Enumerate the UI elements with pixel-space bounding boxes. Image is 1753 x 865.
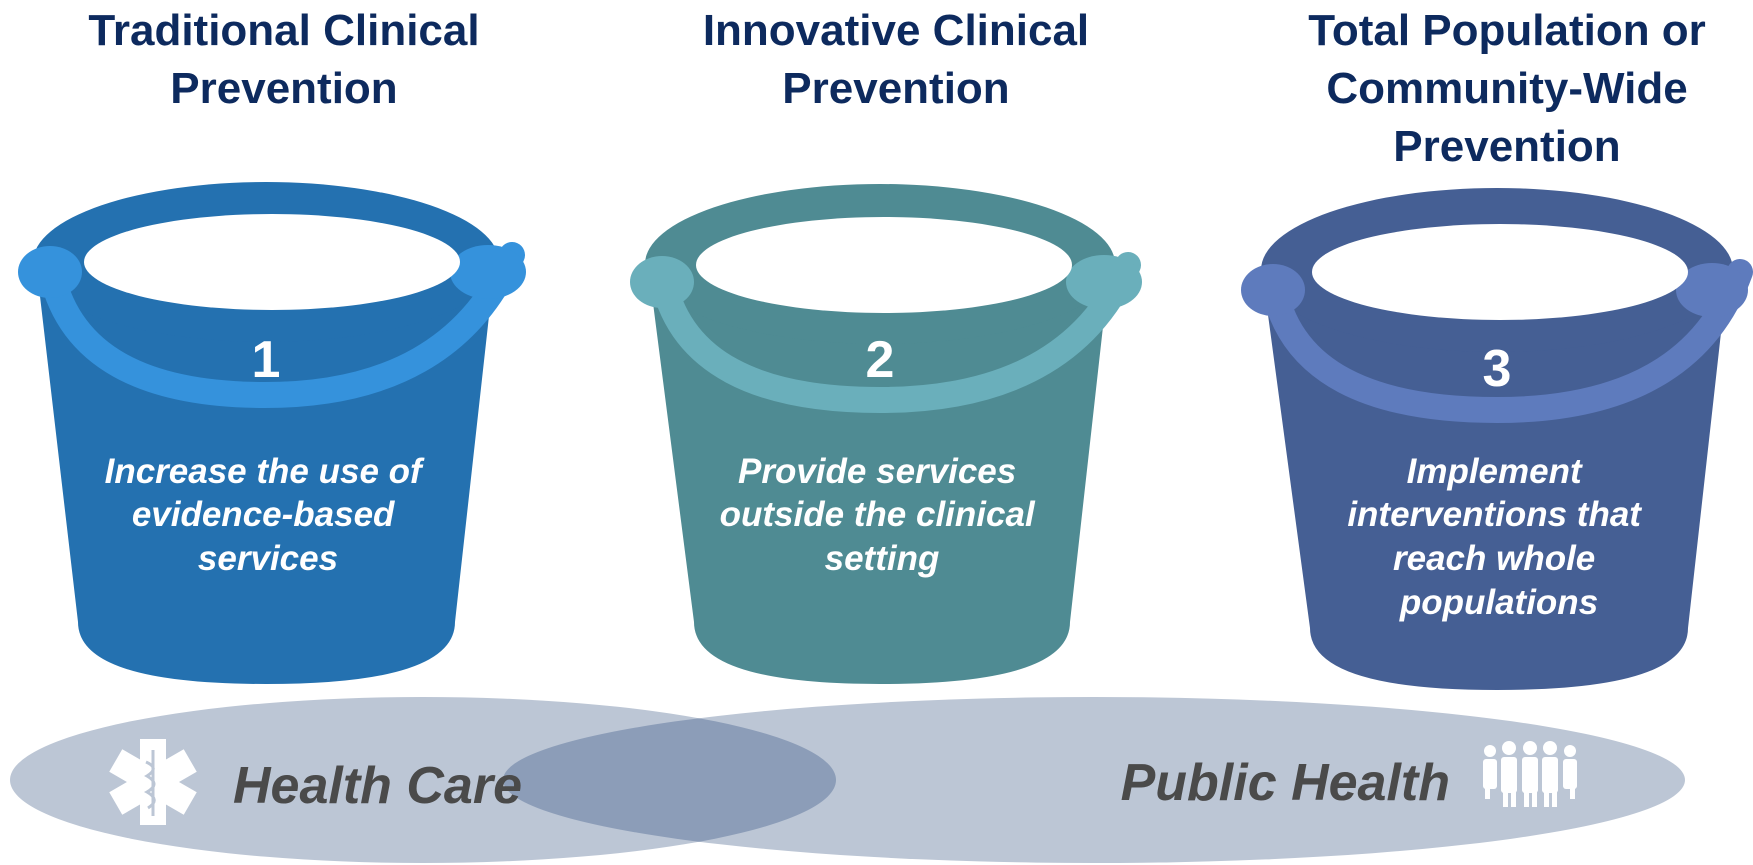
bucket-2-title: Innovative Clinical Prevention (636, 2, 1156, 118)
bucket-2-description-line-2: outside the clinical (720, 495, 1036, 534)
bucket-3-body (1262, 270, 1728, 690)
bucket-1-handle (39, 242, 525, 409)
star-of-life-icon (109, 739, 197, 825)
bucket-1-number: 1 (252, 331, 281, 389)
bucket-3-number: 3 (1483, 340, 1512, 398)
people-group-icon (1483, 741, 1577, 807)
bucket-3-ear-right (1676, 263, 1748, 317)
bucket-3-opening (1312, 224, 1688, 320)
bucket-2-opening (696, 217, 1072, 313)
bucket-2-body (648, 264, 1110, 684)
bucket-3: 3 Implement interventions that reach who… (1241, 188, 1753, 690)
bucket-2-description-line-1: Provide services (738, 452, 1016, 491)
bucket-3-title-line-2: Community-Wide (1326, 64, 1688, 113)
bucket-3-description-line-3: reach whole (1393, 539, 1595, 578)
bucket-3-description: Implement interventions that reach whole… (1347, 452, 1650, 622)
bucket-1-opening (84, 214, 460, 310)
bucket-2-handle (651, 252, 1141, 414)
bucket-3-description-line-2: interventions that (1347, 495, 1642, 534)
public-health-label: Public Health (1121, 754, 1450, 812)
bucket-2-description: Provide services outside the clinical se… (720, 452, 1045, 578)
bucket-2: 2 Provide services outside the clinical … (630, 184, 1142, 684)
venn-diagram (10, 697, 1685, 863)
bucket-1: 1 Increase the use of evidence-based ser… (18, 182, 526, 684)
bucket-1-description-line-1: Increase the use of (105, 452, 425, 491)
bucket-1-ear-left (18, 246, 82, 298)
bucket-3-title-line-3: Prevention (1393, 122, 1621, 171)
bucket-3-description-line-4: populations (1399, 583, 1598, 622)
bucket-2-title-line-2: Prevention (782, 64, 1010, 113)
bucket-2-number: 2 (866, 331, 895, 389)
bucket-1-description-line-2: evidence-based (132, 495, 395, 534)
bucket-1-description: Increase the use of evidence-based servi… (105, 452, 432, 578)
bucket-3-ear-left (1241, 264, 1305, 316)
bucket-3-description-line-1: Implement (1407, 452, 1583, 491)
bucket-1-ear-right (450, 245, 526, 299)
bucket-1-description-line-3: services (198, 539, 338, 578)
public-health-ellipse (503, 697, 1685, 863)
health-care-label: Health Care (233, 757, 522, 815)
bucket-3-title: Total Population or Community-Wide Preve… (1247, 2, 1753, 176)
bucket-3-handle (1262, 259, 1753, 424)
bucket-1-title: Traditional Clinical Prevention (24, 2, 544, 118)
bucket-1-title-line-2: Prevention (170, 64, 398, 113)
bucket-2-ear-right (1066, 255, 1142, 309)
bucket-3-title-line-1: Total Population or (1308, 6, 1706, 55)
bucket-2-ear-left (630, 256, 694, 308)
bucket-2-title-line-1: Innovative Clinical (702, 6, 1090, 55)
bucket-2-description-line-3: setting (825, 539, 940, 578)
bucket-1-title-line-1: Traditional Clinical (88, 6, 480, 55)
